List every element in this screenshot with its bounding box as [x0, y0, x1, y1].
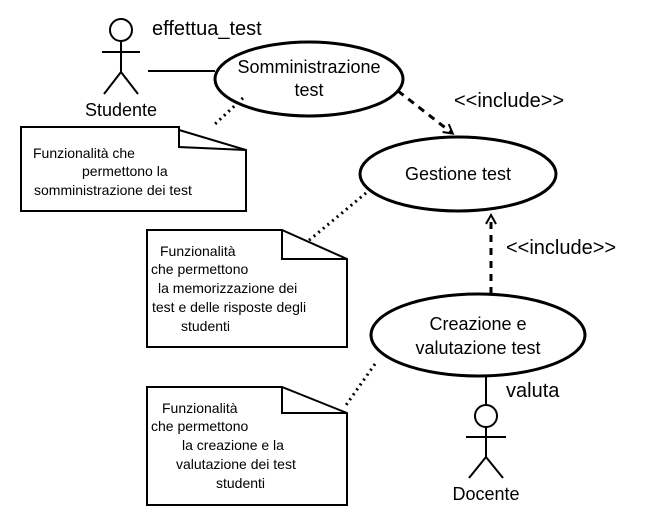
stick-figure-icon — [102, 18, 140, 95]
note-gestione: Funzionalità che permettono la memorizza… — [146, 229, 348, 348]
note-3-line-5: studenti — [216, 475, 265, 491]
note-3-line-1: Funzionalità — [162, 400, 238, 416]
actor-studente-label: Studente — [85, 100, 157, 120]
include-label-top: <<include>> — [454, 90, 564, 112]
note-2-line-4: test e delle risposte degli — [152, 299, 306, 315]
association-label-valuta: valuta — [506, 380, 560, 402]
note-link-1 — [212, 96, 245, 127]
note-2-line-5: studenti — [181, 318, 230, 334]
use-case-creazione-line2: valutazione test — [415, 338, 540, 358]
use-case-creazione-line1: Creazione e — [429, 314, 526, 334]
note-1-line-3: somministrazione dei test — [34, 182, 192, 198]
actor-docente: Docente — [452, 404, 520, 504]
include-arrow-top — [397, 89, 452, 133]
note-link-2 — [306, 191, 367, 244]
actor-studente: Studente — [85, 18, 157, 120]
note-2-line-3: la memorizzazione dei — [158, 280, 297, 296]
association-label-effettua-test: effettua_test — [152, 18, 262, 40]
use-case-somministrazione: Somministrazione test — [213, 40, 405, 118]
use-case-gestione-label: Gestione test — [405, 164, 511, 184]
include-label-bottom: <<include>> — [506, 237, 616, 259]
use-case-somministrazione-line2: test — [294, 80, 323, 100]
stick-figure-icon — [466, 404, 506, 479]
use-case-creazione: Creazione e valutazione test — [369, 292, 587, 378]
note-link-3 — [342, 363, 377, 409]
note-creazione: Funzionalità che permettono la creazione… — [146, 386, 348, 506]
note-somministrazione: Funzionalità che permettono la somminist… — [20, 126, 247, 212]
note-3-line-3: la creazione e la — [182, 437, 284, 453]
note-3-line-2: che permettono — [151, 418, 248, 434]
use-case-gestione: Gestione test — [358, 135, 558, 213]
note-2-line-2: che permettono — [151, 261, 248, 277]
note-1-line-2: permettono la — [82, 163, 168, 179]
use-case-somministrazione-line1: Somministrazione — [237, 57, 380, 77]
note-2-line-1: Funzionalità — [160, 243, 236, 259]
note-1-line-1: Funzionalità che — [33, 145, 135, 161]
actor-docente-label: Docente — [452, 484, 519, 504]
note-3-line-4: valutazione dei test — [176, 456, 296, 472]
